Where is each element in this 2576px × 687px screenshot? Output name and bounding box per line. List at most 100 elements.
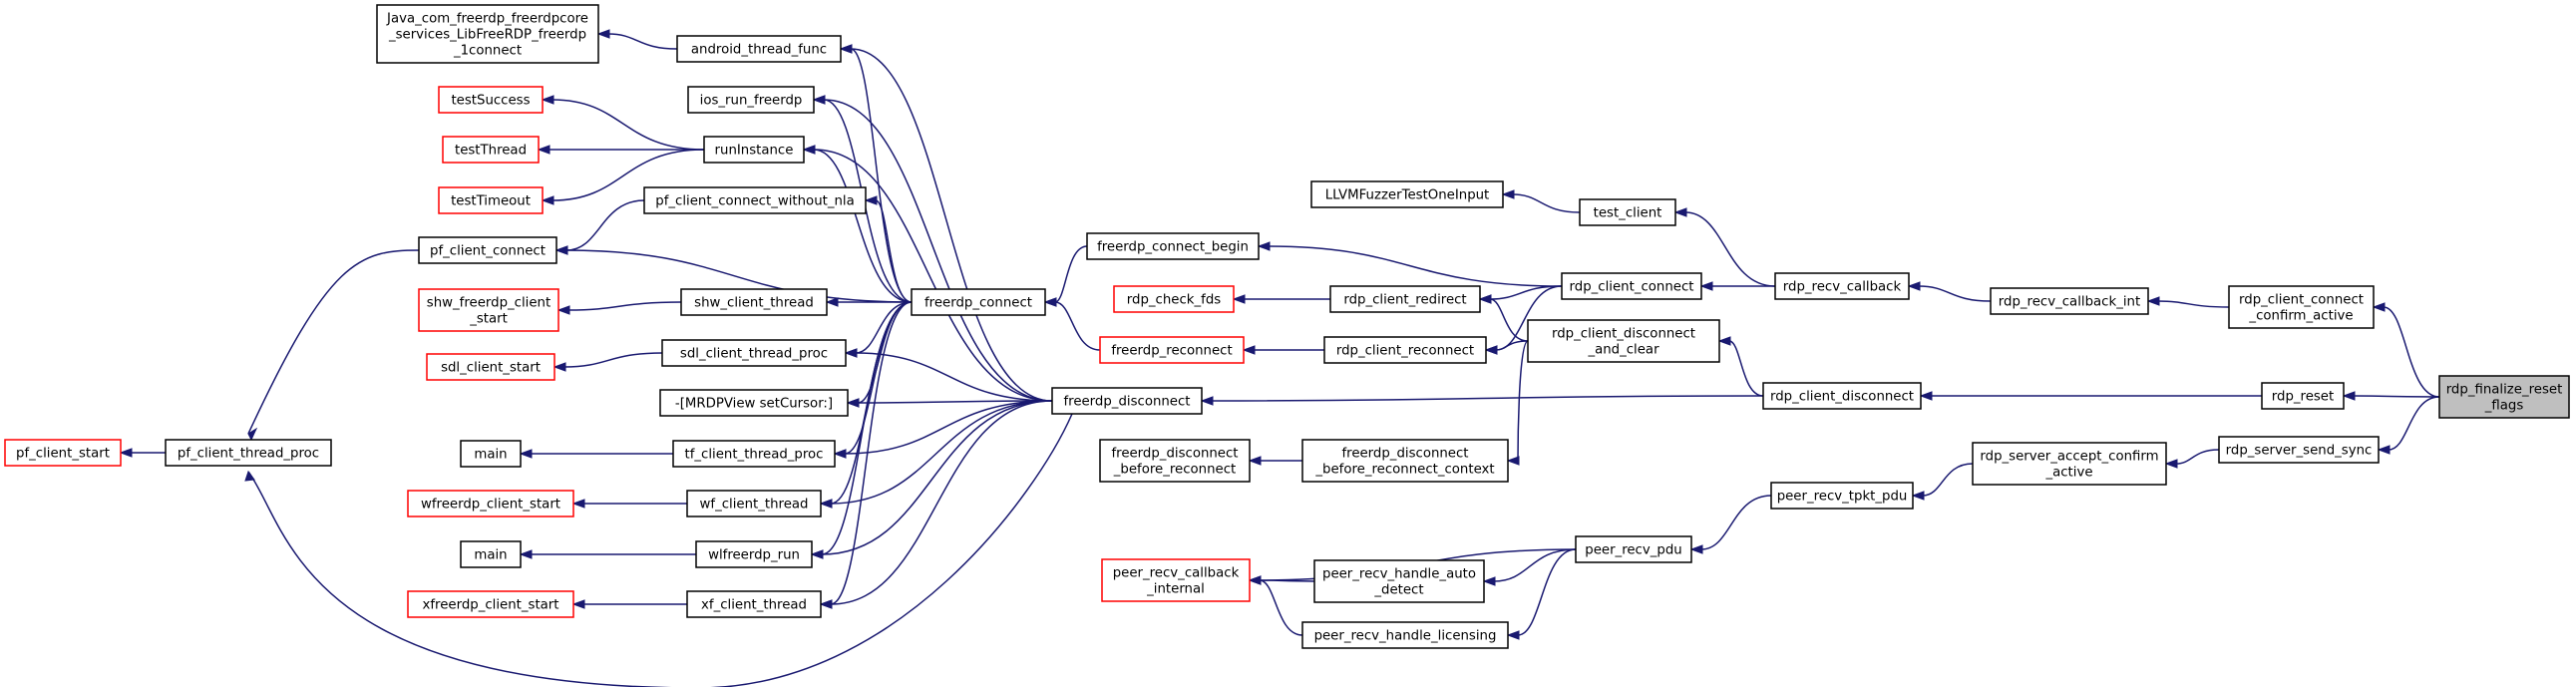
node-android_thread_func[interactable]: android_thread_func — [676, 35, 842, 63]
node-rdp_client_redirect[interactable]: rdp_client_redirect — [1329, 285, 1481, 313]
arrowhead — [571, 499, 585, 509]
arrowhead — [1232, 294, 1246, 304]
node-label: rdp_server_accept_confirm — [1980, 450, 2158, 465]
edge-rdp_client_connect_confirm_active-to-rdp_recv_callback_int — [2146, 296, 2230, 308]
edge-freerdp_disconnect-to-wlfreerdp_run — [810, 400, 1053, 559]
node-label: tf_client_thread_proc — [684, 448, 823, 463]
arrowhead — [552, 362, 566, 372]
edge-line — [565, 249, 913, 303]
node-xfreerdp_client_start[interactable]: xfreerdp_client_start — [407, 590, 574, 618]
arrowhead — [1200, 396, 1214, 406]
edge-line — [850, 48, 1053, 402]
node-pf_client_start[interactable]: pf_client_start — [4, 439, 122, 467]
node-tf_client_thread_proc[interactable]: tf_client_thread_proc — [672, 440, 836, 468]
node-box — [376, 4, 599, 64]
node-label: freerdp_disconnect — [1111, 447, 1238, 462]
node-rdp_client_connect_confirm_active[interactable]: rdp_client_connect_confirm_active — [2228, 285, 2375, 329]
node-peer_recv_pdu[interactable]: peer_recv_pdu — [1575, 535, 1692, 563]
node-testThread[interactable]: testThread — [442, 136, 540, 164]
node-root[interactable]: rdp_finalize_reset_flags — [2438, 375, 2570, 419]
node-rdp_check_fds[interactable]: rdp_check_fds — [1113, 285, 1235, 313]
node-box — [1313, 559, 1485, 603]
node-peer_recv_handle_auto_detect[interactable]: peer_recv_handle_auto_detect — [1313, 559, 1485, 603]
node-box — [1099, 336, 1245, 364]
node-wf_client_thread[interactable]: wf_client_thread — [686, 490, 822, 517]
node-peer_recv_handle_licensing[interactable]: peer_recv_handle_licensing — [1301, 621, 1509, 649]
edge-line — [1684, 211, 1776, 287]
node-label: rdp_client_connect — [2239, 293, 2364, 308]
node-pf_client_thread_proc[interactable]: pf_client_thread_proc — [165, 439, 332, 467]
node-rdp_client_disconnect[interactable]: rdp_client_disconnect — [1762, 382, 1922, 410]
arrowhead — [825, 297, 839, 307]
node-rdp_client_disconnect_and_clear[interactable]: rdp_client_disconnect_and_clear — [1527, 319, 1720, 363]
node-test_client[interactable]: test_client — [1579, 198, 1676, 226]
node-MRDPView_setCursor[interactable]: -[MRDPView setCursor:] — [659, 389, 849, 417]
edge-line — [1728, 340, 1764, 397]
node-label: freerdp_connect — [924, 296, 1032, 311]
function-nodes: rdp_finalize_reset_flags rdp_client_conne… — [4, 4, 2570, 649]
node-java_connect[interactable]: Java_com_freerdp_freerdpcore_services_Li… — [376, 4, 599, 64]
node-freerdp_disconnect[interactable]: freerdp_disconnect — [1051, 387, 1203, 415]
node-sdl_client_thread_proc[interactable]: sdl_client_thread_proc — [661, 339, 847, 367]
node-rdp_server_send_sync[interactable]: rdp_server_send_sync — [2218, 436, 2380, 464]
node-pf_client_connect[interactable]: pf_client_connect — [418, 236, 557, 264]
node-testTimeout[interactable]: testTimeout — [438, 186, 544, 214]
node-xf_client_thread[interactable]: xf_client_thread — [686, 590, 822, 618]
node-peer_recv_callback_internal[interactable]: peer_recv_callback_internal — [1101, 558, 1251, 602]
edge-rdp_recv_callback-to-test_client — [1673, 207, 1776, 287]
node-testSuccess[interactable]: testSuccess — [438, 86, 544, 114]
node-runInstance[interactable]: runInstance — [703, 136, 805, 164]
node-freerdp_disconnect_before_reconnect_context[interactable]: freerdp_disconnect_before_reconnect_cont… — [1301, 439, 1509, 483]
node-LLVMFuzzerTestOneInput[interactable]: LLVMFuzzerTestOneInput — [1310, 180, 1504, 208]
node-rdp_client_connect[interactable]: rdp_client_connect — [1561, 272, 1702, 300]
node-box — [1762, 382, 1922, 410]
edge-line — [2175, 449, 2220, 465]
node-freerdp_reconnect[interactable]: freerdp_reconnect — [1099, 336, 1245, 364]
edge-line — [1918, 285, 1992, 302]
arrowhead — [2377, 445, 2391, 455]
edge-rdp_server_send_sync-to-rdp_server_accept_confirm_active — [2164, 449, 2220, 469]
node-freerdp_disconnect_before_reconnect[interactable]: freerdp_disconnect_before_reconnect — [1099, 439, 1251, 483]
node-wlfreerdp_run[interactable]: wlfreerdp_run — [695, 540, 813, 568]
edge-line — [1489, 298, 1529, 342]
node-rdp_server_accept_confirm_active[interactable]: rdp_server_accept_confirm_active — [1972, 442, 2167, 486]
node-main_wl[interactable]: main — [460, 540, 522, 568]
node-box — [438, 186, 544, 214]
node-freerdp_connect_begin[interactable]: freerdp_connect_begin — [1086, 232, 1260, 260]
call-edges — [119, 29, 2440, 687]
edge-peer_recv_tpkt_pdu-to-peer_recv_pdu — [1689, 495, 1772, 554]
node-sdl_client_start[interactable]: sdl_client_start — [426, 353, 555, 381]
node-rdp_recv_callback[interactable]: rdp_recv_callback — [1774, 272, 1910, 300]
arrowhead — [519, 449, 533, 459]
arrowhead — [802, 145, 816, 155]
node-shw_freerdp_client_start[interactable]: shw_freerdp_client_start — [418, 288, 559, 332]
edge-rdp_recv_callback_int-to-rdp_recv_callback — [1907, 281, 1992, 302]
edge-rdp_server_accept_confirm_active-to-peer_recv_tpkt_pdu — [1911, 463, 1974, 501]
node-shw_client_thread[interactable]: shw_client_thread — [680, 288, 828, 316]
node-box — [686, 590, 822, 618]
arrowhead — [1689, 544, 1703, 554]
node-rdp_recv_callback_int[interactable]: rdp_recv_callback_int — [1990, 287, 2149, 315]
node-box — [1323, 336, 1487, 364]
node-box — [1575, 535, 1692, 563]
edge-wlfreerdp_run-to-main_wl — [519, 549, 696, 559]
node-ios_run_freerdp[interactable]: ios_run_freerdp — [687, 86, 815, 114]
arrowhead — [2164, 459, 2178, 469]
edge-peer_recv_pdu-to-peer_recv_handle_licensing — [1506, 548, 1577, 640]
arrowhead — [1501, 189, 1515, 199]
node-freerdp_connect[interactable]: freerdp_connect — [911, 288, 1046, 316]
node-wfreerdp_client_start[interactable]: wfreerdp_client_start — [407, 490, 574, 517]
node-box — [680, 288, 828, 316]
node-main_tf[interactable]: main — [460, 440, 522, 468]
node-label: LLVMFuzzerTestOneInput — [1325, 188, 1490, 203]
node-box — [911, 288, 1046, 316]
node-label: rdp_check_fds — [1127, 293, 1221, 308]
node-box — [2438, 375, 2570, 419]
node-rdp_client_reconnect[interactable]: rdp_client_reconnect — [1323, 336, 1487, 364]
node-pf_client_connect_without_nla[interactable]: pf_client_connect_without_nla — [643, 186, 867, 214]
node-label: _active — [2044, 466, 2092, 481]
edge-line — [875, 199, 913, 303]
node-label: _confirm_active — [2248, 309, 2353, 324]
node-rdp_reset[interactable]: rdp_reset — [2261, 382, 2345, 410]
node-peer_recv_tpkt_pdu[interactable]: peer_recv_tpkt_pdu — [1770, 482, 1914, 510]
